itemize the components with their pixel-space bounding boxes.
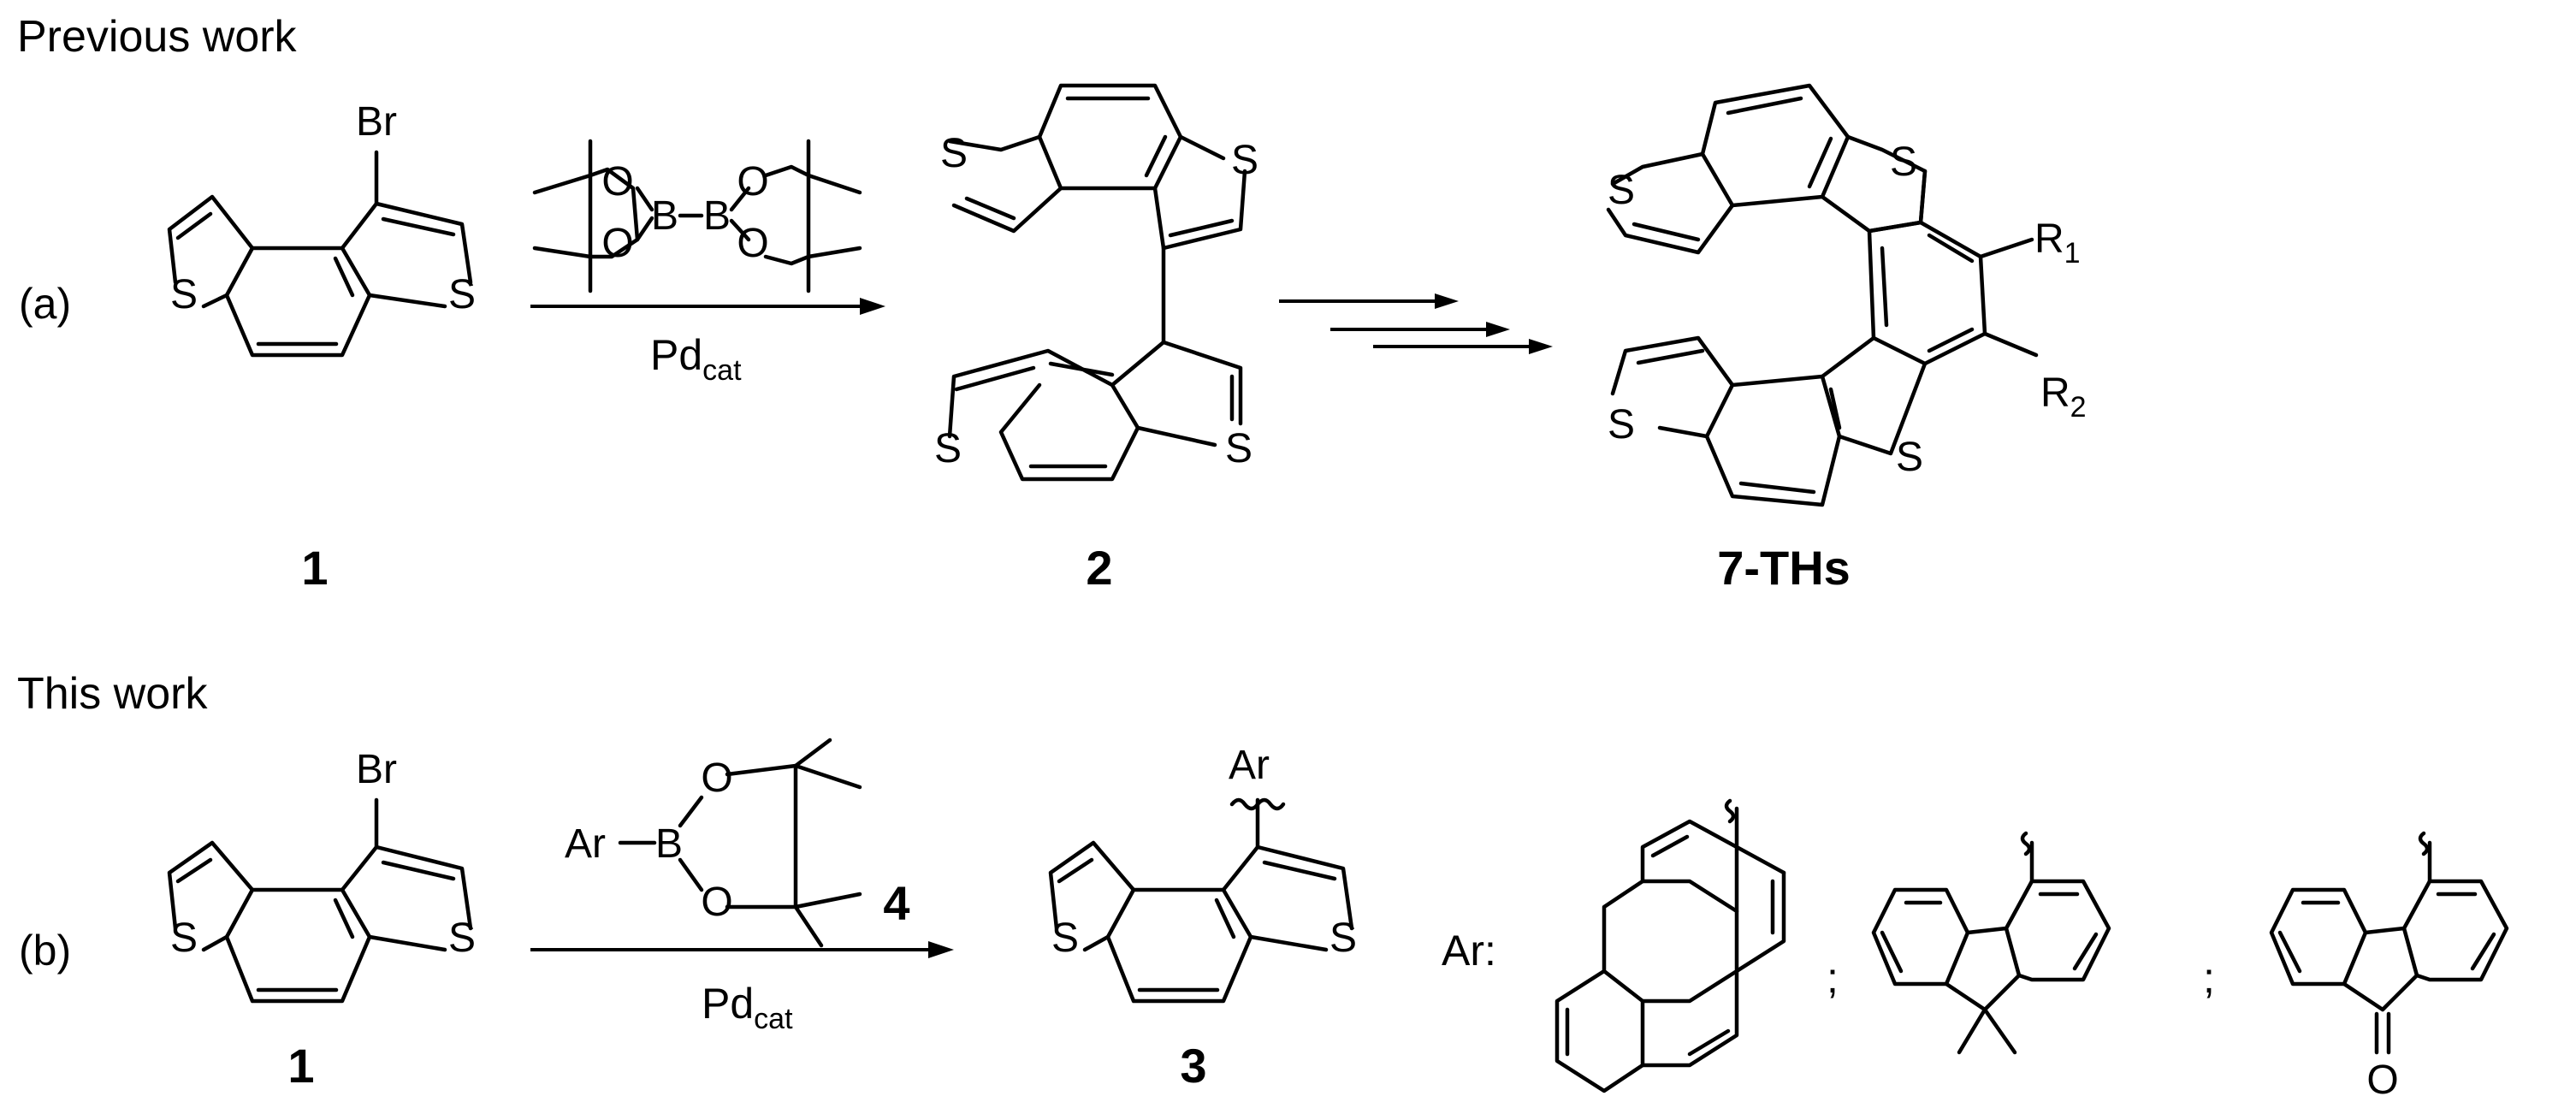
atom-b: B: [703, 193, 731, 239]
atom-s: S: [448, 272, 476, 317]
reagent-b2pin2: O O B B O O: [532, 139, 862, 293]
header-this-work: This work: [17, 669, 208, 719]
atom-s: S: [1890, 139, 1917, 185]
condition-pd-cat-b: Pdcat: [702, 980, 793, 1035]
compound-1-structure-a: S S Br: [167, 99, 476, 358]
ar-fluorenonyl-structure: O: [2269, 831, 2509, 1103]
reagent-boronate-4: Ar B O O 4: [565, 738, 910, 948]
atom-o: O: [737, 159, 768, 204]
panel-label-b: (b): [19, 927, 71, 975]
ar-separator: ;: [2203, 954, 2215, 1002]
atom-br: Br: [356, 99, 397, 145]
compound-label-4: 4: [883, 876, 909, 930]
atom-s: S: [170, 915, 198, 961]
atom-ar: Ar: [565, 821, 606, 867]
compound-label-1: 1: [301, 541, 328, 595]
atom-o: O: [701, 755, 732, 801]
atom-s: S: [1608, 168, 1635, 213]
atom-b: B: [651, 193, 678, 239]
substituent-r2: R2: [2040, 370, 2087, 424]
atom-s: S: [1896, 435, 1923, 480]
atom-s: S: [1225, 426, 1252, 471]
compound-label-2: 2: [1086, 541, 1112, 595]
atom-ar: Ar: [1229, 743, 1270, 788]
reaction-arrow-b: [530, 941, 954, 958]
reaction-arrow-a: [530, 298, 885, 315]
atom-o: O: [601, 159, 633, 204]
compound-1-structure-b: S S Br: [167, 747, 476, 1004]
atom-s: S: [1231, 138, 1258, 183]
compound-label-7-ths: 7-THs: [1717, 541, 1851, 595]
atom-b: B: [655, 821, 683, 867]
atom-o: O: [737, 221, 768, 266]
atom-s: S: [1329, 915, 1357, 961]
ar-list-label: Ar:: [1442, 927, 1496, 975]
substituent-r1: R1: [2034, 216, 2081, 270]
ar-dimethylfluorenyl-structure: [1871, 831, 2111, 1055]
ar-pyrenyl-structure: [1554, 798, 1786, 1093]
header-previous-work: Previous work: [17, 12, 298, 62]
compound-2-structure: S S S S: [934, 83, 1258, 482]
panel-label-a: (a): [19, 280, 71, 328]
compound-label-3: 3: [1180, 1039, 1206, 1093]
product-7-ths-structure: S S S S R1 R2: [1606, 83, 2087, 507]
atom-s: S: [448, 915, 476, 961]
atom-s: S: [1608, 402, 1635, 447]
atom-s: S: [934, 426, 962, 471]
atom-s: S: [170, 272, 198, 317]
atom-o: O: [2366, 1058, 2398, 1103]
atom-s: S: [940, 131, 968, 176]
product-3-structure: S S Ar: [1048, 743, 1357, 1004]
atom-o: O: [701, 880, 732, 925]
ar-separator: ;: [1827, 954, 1839, 1002]
condition-pd-cat-a: Pdcat: [650, 331, 742, 387]
atom-br: Br: [356, 747, 397, 792]
atom-o: O: [601, 221, 633, 266]
atom-s: S: [1051, 915, 1079, 961]
compound-label-1-b: 1: [287, 1039, 314, 1093]
multistep-arrows: [1279, 293, 1553, 354]
